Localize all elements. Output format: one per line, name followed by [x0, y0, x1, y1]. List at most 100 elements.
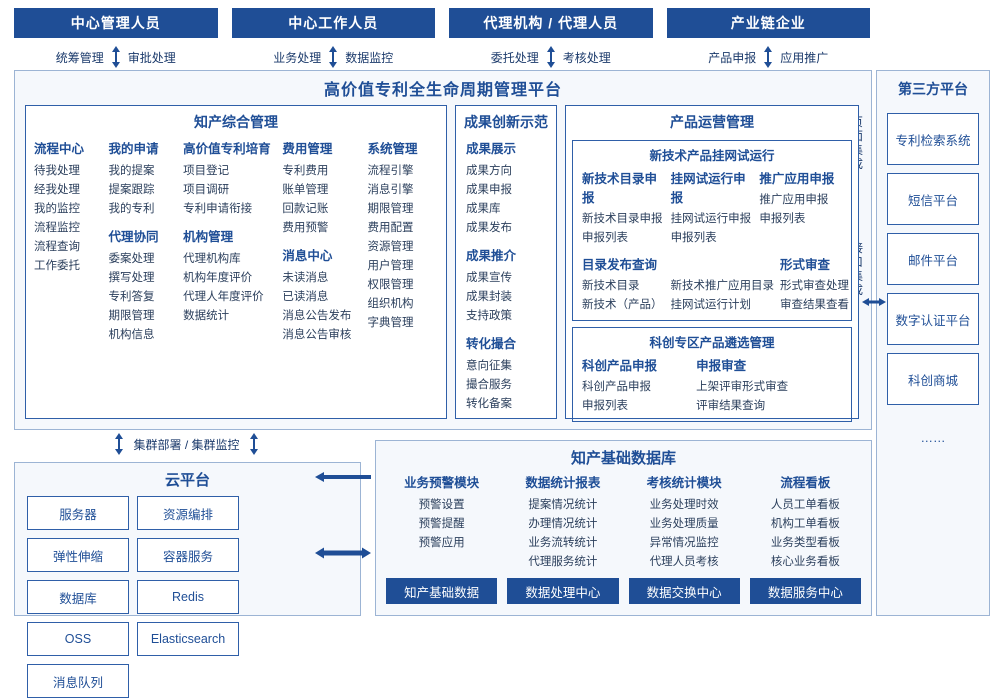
- menu-item[interactable]: 申报列表: [670, 232, 717, 244]
- menu-item[interactable]: 我的监控: [34, 203, 80, 215]
- db-button-processing-center[interactable]: 数据处理中心: [507, 578, 619, 604]
- menu-item[interactable]: 消息公告发布: [282, 310, 352, 322]
- menu-item[interactable]: 费用配置: [367, 222, 414, 234]
- cloud-cell-mq[interactable]: 消息队列: [27, 664, 129, 698]
- menu-item[interactable]: 权限管理: [367, 279, 414, 291]
- db-item[interactable]: 异常情况监控: [649, 537, 719, 549]
- menu-item[interactable]: 申报列表: [582, 400, 628, 412]
- menu-item[interactable]: 科创产品申报: [582, 381, 651, 393]
- menu-item[interactable]: 形式审查处理: [780, 280, 849, 292]
- db-button-service-center[interactable]: 数据服务中心: [749, 578, 861, 604]
- menu-item[interactable]: 专利费用: [282, 165, 329, 177]
- menu-item[interactable]: 待我处理: [34, 165, 80, 177]
- menu-item[interactable]: 代理人年度评价: [183, 291, 264, 303]
- cloud-cell-redis[interactable]: Redis: [137, 580, 239, 614]
- menu-item[interactable]: 撰写处理: [108, 272, 155, 284]
- menu-item[interactable]: 成果申报: [466, 184, 512, 196]
- menu-item[interactable]: 成果库: [466, 203, 501, 215]
- menu-item[interactable]: 推广应用申报: [759, 194, 829, 206]
- role-box-3[interactable]: 产业链企业: [666, 8, 870, 38]
- menu-item[interactable]: 资源管理: [367, 241, 414, 253]
- db-item[interactable]: 预警应用: [418, 537, 465, 549]
- menu-item[interactable]: 流程查询: [34, 241, 80, 253]
- menu-item[interactable]: 消息引擎: [367, 184, 414, 196]
- menu-item[interactable]: 新技术目录申报: [582, 213, 663, 225]
- db-item[interactable]: 核心业务看板: [770, 556, 840, 568]
- menu-item[interactable]: 消息公告审核: [282, 329, 352, 341]
- cloud-cell-container[interactable]: 容器服务: [137, 538, 239, 572]
- third-party-item-mall[interactable]: 科创商城: [887, 353, 979, 405]
- db-button-exchange-center[interactable]: 数据交换中心: [628, 578, 740, 604]
- db-item[interactable]: 提案情况统计: [528, 499, 598, 511]
- menu-item[interactable]: 数据统计: [183, 310, 230, 322]
- menu-item[interactable]: 上架评审形式审查: [696, 381, 789, 393]
- menu-item[interactable]: 用户管理: [367, 260, 414, 272]
- menu-item[interactable]: 支持政策: [466, 310, 512, 322]
- menu-item[interactable]: 代理机构库: [183, 253, 241, 265]
- menu-item[interactable]: 审查结果查看: [780, 299, 849, 311]
- role-box-0[interactable]: 中心管理人员: [14, 8, 218, 38]
- menu-item[interactable]: 申报列表: [759, 213, 806, 225]
- menu-item[interactable]: 撮合服务: [466, 379, 512, 391]
- third-party-item-ca[interactable]: 数字认证平台: [887, 293, 979, 345]
- menu-item[interactable]: 项目调研: [183, 184, 230, 196]
- menu-item[interactable]: 机构年度评价: [183, 272, 253, 284]
- menu-item[interactable]: 未读消息: [282, 272, 329, 284]
- menu-item[interactable]: 申报列表: [582, 232, 628, 244]
- menu-item[interactable]: 挂网试运行申报: [670, 213, 752, 225]
- menu-item[interactable]: 期限管理: [367, 203, 414, 215]
- cloud-cell-server[interactable]: 服务器: [27, 496, 129, 530]
- db-item[interactable]: 业务处理质量: [649, 518, 719, 530]
- menu-item[interactable]: 评审结果查询: [696, 400, 766, 412]
- menu-item[interactable]: 我的提案: [108, 165, 155, 177]
- menu-item[interactable]: 字典管理: [367, 317, 414, 329]
- menu-item[interactable]: 期限管理: [108, 310, 155, 322]
- db-item[interactable]: 代理人员考核: [649, 556, 719, 568]
- menu-item[interactable]: 成果发布: [466, 222, 512, 234]
- menu-item[interactable]: 成果宣传: [466, 272, 512, 284]
- db-item[interactable]: 预警提醒: [418, 518, 465, 530]
- db-button-base-data[interactable]: 知产基础数据: [386, 578, 498, 604]
- menu-item[interactable]: 新技术目录: [582, 280, 640, 292]
- menu-item[interactable]: 工作委托: [34, 260, 80, 272]
- menu-item[interactable]: 已读消息: [282, 291, 329, 303]
- menu-item[interactable]: 委案处理: [108, 253, 155, 265]
- role-box-1[interactable]: 中心工作人员: [231, 8, 435, 38]
- menu-item[interactable]: 成果封装: [466, 291, 512, 303]
- menu-item[interactable]: 账单管理: [282, 184, 329, 196]
- cloud-cell-orchestration[interactable]: 资源编排: [137, 496, 239, 530]
- menu-item[interactable]: 经我处理: [34, 184, 80, 196]
- menu-item[interactable]: 回款记账: [282, 203, 329, 215]
- menu-item[interactable]: 项目登记: [183, 165, 230, 177]
- menu-item[interactable]: 流程监控: [34, 222, 80, 234]
- db-item[interactable]: 业务类型看板: [770, 537, 840, 549]
- menu-item[interactable]: 流程引擎: [367, 165, 414, 177]
- db-item[interactable]: 机构工单看板: [770, 518, 840, 530]
- menu-item[interactable]: 成果方向: [466, 165, 512, 177]
- db-item[interactable]: 人员工单看板: [770, 499, 840, 511]
- menu-item[interactable]: 提案跟踪: [108, 184, 155, 196]
- menu-item[interactable]: 专利申请衔接: [183, 203, 253, 215]
- menu-item[interactable]: 我的专利: [108, 203, 155, 215]
- cloud-cell-oss[interactable]: OSS: [27, 622, 129, 656]
- menu-item[interactable]: 转化备案: [466, 398, 512, 410]
- menu-item[interactable]: 组织机构: [367, 298, 414, 310]
- db-item[interactable]: 预警设置: [418, 499, 465, 511]
- menu-item[interactable]: 新技术推广应用目录: [670, 280, 775, 292]
- menu-item[interactable]: 机构信息: [108, 329, 155, 341]
- third-party-item-patent-search[interactable]: 专利检索系统: [887, 113, 979, 165]
- cloud-cell-elastic-scaling[interactable]: 弹性伸缩: [27, 538, 129, 572]
- db-item[interactable]: 办理情况统计: [528, 518, 598, 530]
- cloud-cell-elasticsearch[interactable]: Elasticsearch: [137, 622, 239, 656]
- menu-item[interactable]: 挂网试运行计划: [670, 299, 752, 311]
- third-party-item-sms[interactable]: 短信平台: [887, 173, 979, 225]
- menu-item[interactable]: 费用预警: [282, 222, 329, 234]
- menu-item[interactable]: 新技术（产品）: [582, 299, 663, 311]
- role-box-2[interactable]: 代理机构 / 代理人员: [449, 8, 653, 38]
- db-item[interactable]: 业务处理时效: [649, 499, 719, 511]
- db-item[interactable]: 代理服务统计: [528, 556, 598, 568]
- db-item[interactable]: 业务流转统计: [528, 537, 598, 549]
- cloud-cell-database[interactable]: 数据库: [27, 580, 129, 614]
- menu-item[interactable]: 意向征集: [466, 360, 512, 372]
- menu-item[interactable]: 专利答复: [108, 291, 155, 303]
